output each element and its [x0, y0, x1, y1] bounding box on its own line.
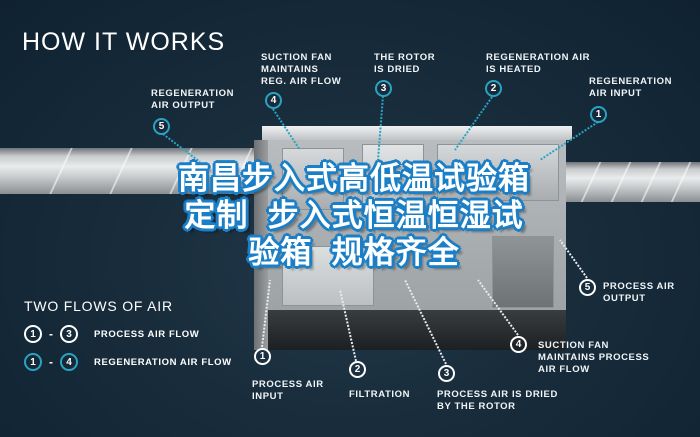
callout-number-4-top: 4 — [265, 92, 282, 109]
legend-from-number: 1 — [24, 325, 42, 343]
callout-label-regeneration-heated: REGENERATION AIR IS HEATED — [486, 52, 591, 75]
overlay-headline: 南昌步入式高低温试验箱 定制 步入式恒温恒湿试 验箱 规格齐全 — [104, 160, 604, 271]
callout-label-regeneration-air-input: REGENERATION AIR INPUT — [589, 76, 673, 99]
callout-number-3-bottom: 3 — [438, 365, 455, 382]
legend-from-number: 1 — [24, 353, 42, 371]
legend-dash: - — [49, 327, 53, 341]
callout-label-suction-fan-reg: SUCTION FAN MAINTAINS REG. AIR FLOW — [261, 52, 342, 87]
callout-label-rotor-dried: THE ROTOR IS DRIED — [374, 52, 436, 75]
legend-label-process-air-flow: PROCESS AIR FLOW — [94, 328, 200, 340]
callout-number-1-top: 1 — [590, 106, 607, 123]
page-title: HOW IT WORKS — [22, 28, 226, 56]
callout-number-4-bottom: 4 — [510, 336, 527, 353]
regeneration-duct-right — [560, 162, 700, 202]
legend-title: TWO FLOWS OF AIR — [24, 298, 173, 314]
callout-number-5-bottom: 5 — [579, 279, 596, 296]
overlay-line-3: 验箱 规格齐全 — [248, 235, 460, 270]
legend-to-number: 4 — [60, 353, 78, 371]
dehumidifier-unit — [254, 126, 572, 356]
overlay-line-1: 南昌步入式高低温试验箱 — [178, 161, 530, 196]
overlay-line-2: 定制 步入式恒温恒湿试 — [184, 198, 524, 233]
legend-row-process-air: 1 - 3 PROCESS AIR FLOW — [24, 325, 199, 343]
legend-label-regeneration-air-flow: REGENERATION AIR FLOW — [94, 356, 232, 368]
callout-label-filtration: FILTRATION — [349, 389, 411, 400]
callout-label-process-air-input: PROCESS AIR INPUT — [252, 379, 324, 402]
callout-number-1-bottom: 1 — [254, 348, 271, 365]
callout-label-process-air-output: PROCESS AIR OUTPUT — [603, 281, 675, 304]
callout-label-suction-fan-process: SUCTION FAN MAINTAINS PROCESS AIR FLOW — [538, 340, 650, 375]
legend-row-regeneration-air: 1 - 4 REGENERATION AIR FLOW — [24, 353, 232, 371]
legend-to-number: 3 — [60, 325, 78, 343]
callout-label-regeneration-air-output: REGENERATION AIR OUTPUT — [151, 88, 235, 111]
legend-dash: - — [49, 355, 53, 369]
callout-label-process-air-dried: PROCESS AIR IS DRIED BY THE ROTOR — [437, 389, 558, 412]
callout-number-3-top: 3 — [375, 80, 392, 97]
callout-number-5-top: 5 — [153, 118, 170, 135]
callout-number-2-bottom: 2 — [349, 361, 366, 378]
callout-number-2-top: 2 — [485, 80, 502, 97]
regeneration-duct-left — [0, 148, 280, 194]
